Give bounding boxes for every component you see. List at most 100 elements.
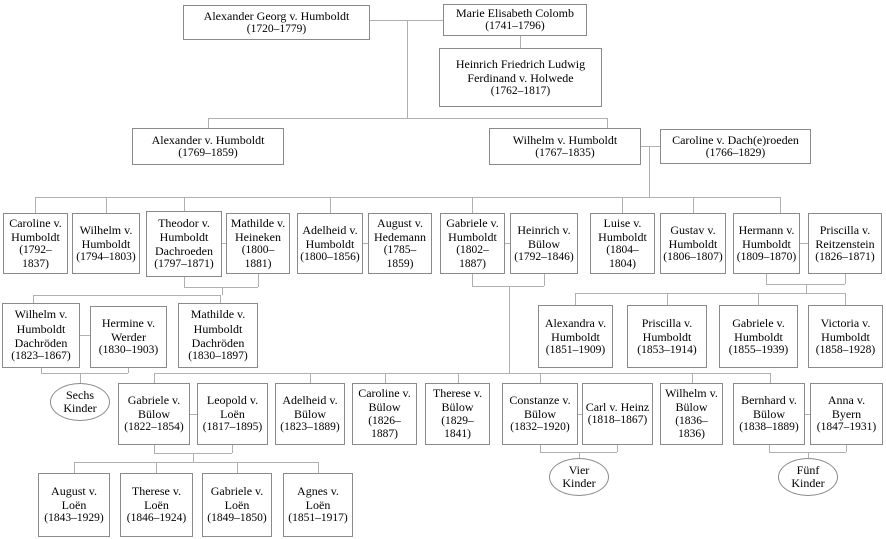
person-box-caroline-v-buelow: Caroline v. Bülow (1826–1887) xyxy=(352,383,417,445)
person-name: Priscilla v. Humboldt xyxy=(641,315,693,344)
person-name: Luise v. Humboldt xyxy=(598,215,647,244)
person-box-priscilla-v-humboldt: Priscilla v. Humboldt (1853–1914) xyxy=(627,305,707,368)
person-box-heinrich-friedrich-ludwig-ferdinand-v-holwede: Heinrich Friedrich Ludwig Ferdinand v. H… xyxy=(439,48,602,107)
marriage-line xyxy=(641,146,660,147)
person-years: (1826–1871) xyxy=(815,250,875,263)
descent-line xyxy=(222,287,223,295)
child-stub xyxy=(770,373,771,383)
person-name: Hermine v. Werder xyxy=(101,316,156,345)
person-years: (1806–1807) xyxy=(663,250,723,263)
person-name: Theodor v. Humboldt Dachroeden xyxy=(155,215,213,259)
person-years: (1851–1917) xyxy=(288,512,348,525)
person-years: (1797–1871) xyxy=(154,258,214,271)
person-name: Leopold v. Loën xyxy=(206,393,259,422)
descent-line xyxy=(766,284,845,285)
descent-line xyxy=(649,146,650,197)
person-box-gabriele-v-loen: Gabriele v. Loën (1849–1850) xyxy=(202,473,272,537)
person-years: (1800–1856) xyxy=(300,250,360,263)
person-name: Priscilla v. Reitzenstein xyxy=(815,222,875,251)
person-box-leopold-v-loen: Leopold v. Loën (1817–1895) xyxy=(197,383,268,445)
person-name: Constanze v. Bülow xyxy=(509,393,571,422)
person-years: (1817–1895) xyxy=(202,421,263,434)
person-box-victoria-v-humboldt: Victoria v. Humboldt (1858–1928) xyxy=(808,305,883,368)
person-years: (1843–1929) xyxy=(44,512,104,525)
marriage-line xyxy=(190,414,197,415)
person-years: (1794–1803) xyxy=(76,250,136,263)
person-box-adelheid-v-buelow: Adelheid v. Bülow (1823–1889) xyxy=(275,383,345,445)
person-box-anna-v-byern: Anna v. Byern (1847–1931) xyxy=(810,383,883,445)
person-years: (1792–1837) xyxy=(19,244,52,270)
descent-line xyxy=(769,445,770,452)
person-name: Adelheid v. Bülow xyxy=(282,393,338,422)
marriage-line xyxy=(80,335,90,336)
group-ellipse-fuenf-kinder: Fünf Kinder xyxy=(778,458,838,496)
marriage-line xyxy=(505,243,510,244)
person-name: Carl v. Heinz xyxy=(585,400,650,415)
person-box-adelheid-v-humboldt: Adelheid v. Humboldt (1800–1856) xyxy=(297,213,363,274)
child-stub xyxy=(74,462,75,473)
person-box-gabriele-v-humboldt-2: Gabriele v. Humboldt (1855–1939) xyxy=(719,305,798,368)
person-years: (1809–1870) xyxy=(736,250,797,263)
person-years: (1853–1914) xyxy=(637,343,697,356)
person-years: (1766–1829) xyxy=(705,146,766,159)
person-box-gabriele-v-buelow: Gabriele v. Bülow (1822–1854) xyxy=(118,383,190,445)
descent-line xyxy=(193,453,194,462)
person-box-heinrich-v-buelow: Heinrich v. Bülow (1792–1846) xyxy=(510,213,578,274)
person-years: (1851–1909) xyxy=(545,343,606,356)
person-name: Wilhelm v. Humboldt Dachröden xyxy=(14,307,68,350)
person-name: Anna v. Byern xyxy=(827,393,866,422)
descent-line xyxy=(808,452,809,458)
descent-line xyxy=(540,445,541,452)
sibling-line xyxy=(33,295,220,296)
person-years: (1846–1924) xyxy=(126,512,187,525)
marriage-line xyxy=(222,243,226,244)
child-stub xyxy=(184,197,185,213)
person-years: (1847–1931) xyxy=(816,421,877,434)
child-stub xyxy=(622,197,623,213)
person-name: Gabriele v. Humboldt xyxy=(446,215,499,244)
person-box-priscilla-v-reitzenstein: Priscilla v. Reitzenstein (1826–1871) xyxy=(808,213,882,274)
person-box-mathilde-v-heineken: Mathilde v. Heineken (1800–1881) xyxy=(226,213,290,274)
person-name: Marie Elisabeth Colomb xyxy=(456,6,574,21)
person-years: (1823–1867) xyxy=(11,349,71,362)
person-years: (1741–1796) xyxy=(485,20,545,33)
child-stub xyxy=(780,197,781,213)
person-years: (1829–1841) xyxy=(441,414,474,441)
person-years: (1767–1835) xyxy=(535,146,595,159)
person-box-gustav-v-humboldt: Gustav v. Humboldt (1806–1807) xyxy=(660,213,726,274)
person-name: Gabriele v. Bülow xyxy=(127,393,181,422)
sibling-line xyxy=(575,293,846,294)
descent-line xyxy=(617,445,618,452)
group-label: Vier Kinder xyxy=(562,462,596,490)
descent-line xyxy=(544,274,545,286)
child-stub xyxy=(35,197,36,213)
person-years: (1762–1817) xyxy=(490,84,551,97)
person-name: Alexander v. Humboldt xyxy=(151,132,265,147)
person-name: August v. Loën xyxy=(51,484,97,513)
person-years: (1800–1881) xyxy=(241,244,275,270)
child-stub xyxy=(208,118,209,128)
person-name: Adelheid v. Humboldt xyxy=(302,222,358,251)
person-box-wilhelm-v-humboldt-dachroeden: Wilhelm v. Humboldt Dachröden (1823–1867… xyxy=(2,303,80,368)
child-stub xyxy=(156,462,157,473)
person-box-hermann-v-humboldt: Hermann v. Humboldt (1809–1870) xyxy=(733,213,800,274)
descent-line xyxy=(258,274,259,287)
descent-line xyxy=(472,274,473,286)
person-name: Therese v. Loën xyxy=(131,484,182,513)
person-name: Heinrich Friedrich Ludwig Ferdinand v. H… xyxy=(455,56,586,85)
child-stub xyxy=(220,295,221,303)
sibling-line xyxy=(208,118,607,119)
person-name: Therese v. Bülow xyxy=(432,386,483,415)
person-years: (1792–1846) xyxy=(514,250,574,263)
child-stub xyxy=(106,197,107,213)
person-years: (1858–1928) xyxy=(815,343,876,356)
descent-line xyxy=(845,274,846,284)
person-name: Wilhelm v. Humboldt xyxy=(79,222,133,251)
person-name: Alexander Georg v. Humboldt xyxy=(203,8,350,23)
person-name: Wilhelm v. Humboldt xyxy=(512,132,618,147)
person-years: (1818–1867) xyxy=(587,414,648,427)
marriage-line xyxy=(805,414,810,415)
person-box-therese-v-loen: Therese v. Loën (1846–1924) xyxy=(120,473,193,537)
person-years: (1855–1939) xyxy=(728,343,789,356)
group-label: Sechs Kinder xyxy=(63,387,97,415)
